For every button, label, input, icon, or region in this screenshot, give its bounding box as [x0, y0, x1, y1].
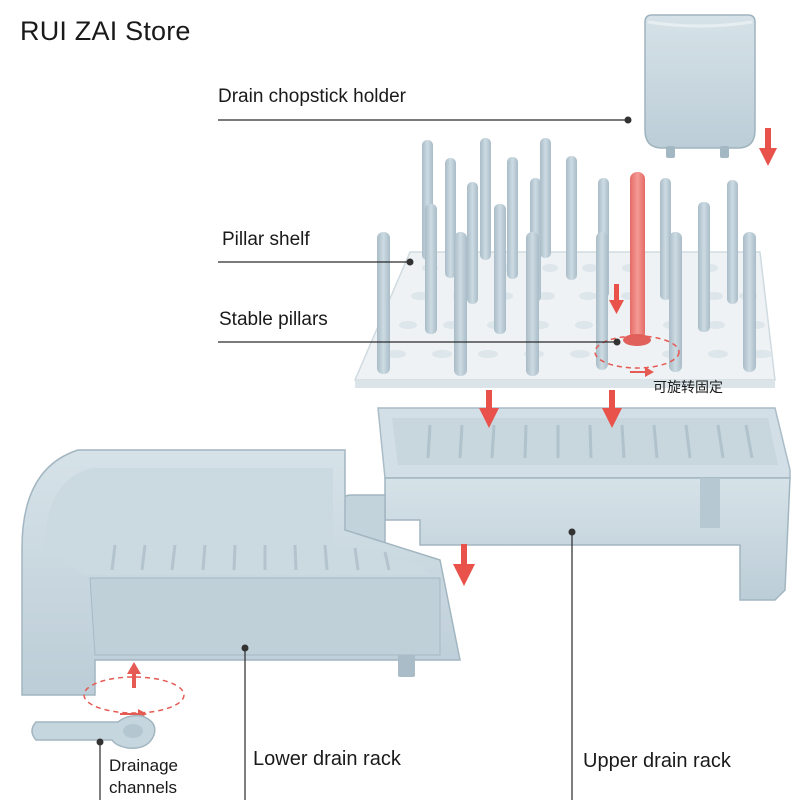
label-pillar-shelf: Pillar shelf — [222, 229, 310, 250]
label-lower-rack: Lower drain rack — [253, 748, 401, 770]
pillar-shelf — [353, 251, 776, 388]
callout-lines — [96, 116, 632, 800]
label-chopstick-holder: Drain chopstick holder — [218, 86, 406, 107]
label-stable-pillars: Stable pillars — [219, 309, 328, 330]
lower-drain-rack — [21, 449, 461, 719]
chopstick-holder — [644, 14, 756, 158]
upper-drain-rack — [339, 407, 791, 601]
label-rotate-note: 可旋转固定 — [653, 380, 723, 396]
drainage-channel-piece — [31, 714, 156, 749]
arrow-icons — [453, 128, 777, 586]
label-drainage-channels: Drainage channels — [109, 756, 178, 797]
down-arrow-icon — [759, 128, 777, 166]
store-name: RUI ZAI Store — [20, 16, 191, 46]
down-arrow-icon — [479, 390, 499, 428]
label-upper-rack: Upper drain rack — [583, 750, 731, 772]
highlighted-pillar — [594, 172, 680, 377]
pillars — [377, 138, 756, 376]
down-arrow-icon — [609, 284, 624, 314]
down-arrow-icon — [453, 544, 475, 586]
down-arrow-icon — [602, 390, 622, 428]
